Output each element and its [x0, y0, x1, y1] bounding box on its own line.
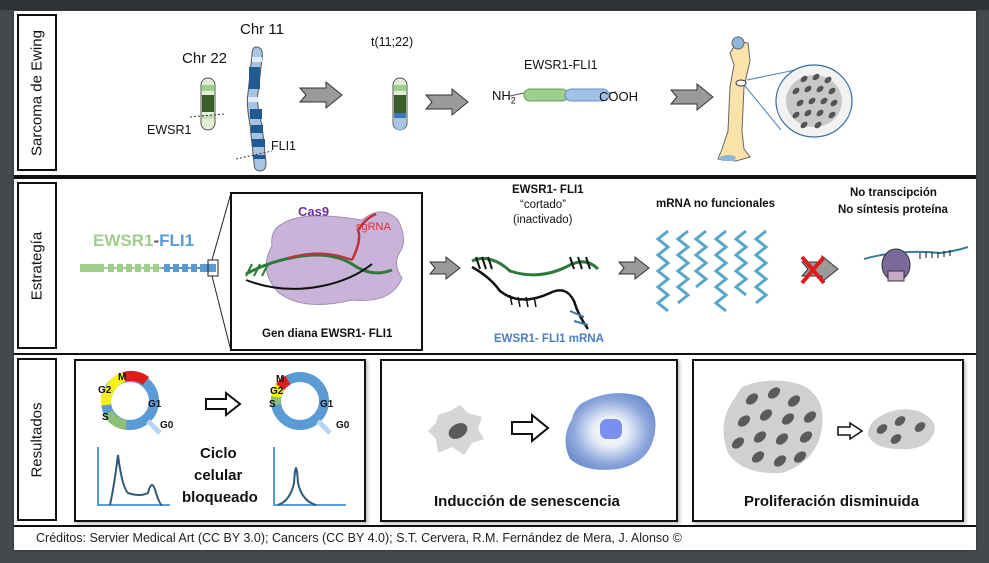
phase-g2-label: G2: [98, 385, 112, 396]
outline-arrow-icon: [205, 390, 242, 418]
phase-m-label: M: [118, 372, 127, 383]
fli1-label: FLI1: [271, 139, 297, 153]
chr22-label: Chr 22: [182, 50, 228, 67]
translocation-label: t(11;22): [371, 35, 414, 49]
figure-page: Sarcoma de Ewing Chr 22 Chr 11 EWSR1 FLI…: [14, 11, 976, 550]
no-transcription-line-1: No transcipción: [850, 187, 937, 199]
phase-g0-label: G0: [160, 420, 174, 431]
no-transcription-line-2: No síntesis proteína: [838, 204, 948, 216]
phase-g1-label-blocked: G1: [320, 399, 334, 410]
senescence-caption: Inducción de senescencia: [434, 493, 620, 510]
dna-histogram-normal-icon: [97, 447, 170, 506]
proliferation-panel: Proliferación disminuida: [692, 359, 964, 522]
proliferating-cells-icon: [723, 380, 823, 474]
outline-arrow-icon: [511, 412, 550, 444]
row-label-box: Sarcoma de Ewing: [17, 14, 57, 171]
fusion-protein-label: EWSR1-FLI1: [524, 58, 598, 72]
fusion-protein-icon: [509, 88, 617, 102]
chromosome-22-icon: [189, 77, 225, 131]
row-label-resultados: Resultados: [28, 401, 46, 478]
arrow-right-icon: [669, 82, 714, 112]
cycle-caption-line-3: bloqueado: [182, 489, 258, 506]
cas9-target-panel: Cas9 sgRNA Gen diana EWSR1- FLI1: [230, 192, 423, 351]
cas9-label: Cas9: [298, 204, 330, 219]
gene-dash-text: -: [153, 231, 160, 250]
gene-fli1-text: FLI1: [159, 231, 195, 250]
normal-cell-icon: [428, 405, 484, 455]
arrow-right-icon: [617, 255, 650, 281]
mrna-caption: EWSR1- FLI1 mRNA: [494, 333, 604, 345]
phase-s-label-blocked: S: [269, 399, 276, 410]
arrow-right-icon: [298, 80, 343, 110]
cell-cycle-panel: M G2 G1 S G0 M G2 G1 S G0: [74, 359, 366, 522]
zoom-lines: [211, 192, 232, 352]
cell-cycle-blocked-icon: [270, 372, 332, 435]
cut-title-line-1: EWSR1- FLI1: [512, 184, 584, 196]
row-label-estrategia: Estrategía: [28, 231, 46, 300]
cycle-caption-line-2: celular: [194, 467, 243, 484]
cas9-sgrna-complex-icon: [245, 211, 404, 305]
phase-m-label-blocked: M: [276, 374, 285, 385]
nh2-label: NH2: [492, 88, 516, 106]
gene-ewsr1-text: EWSR1: [93, 231, 154, 250]
tumor-cells-magnified-icon: [775, 64, 853, 138]
arrow-right-icon: [428, 255, 461, 281]
row-label-box: Resultados: [17, 358, 57, 521]
phase-g2-label-blocked: G2: [270, 386, 284, 397]
translocation-chromosome-icon: [392, 77, 408, 131]
blocked-arrow-icon: [800, 254, 839, 285]
cell-cycle-normal-icon: [100, 370, 162, 435]
row-sarcoma-ewing: Sarcoma de Ewing Chr 22 Chr 11 EWSR1 FLI…: [14, 11, 976, 177]
arrow-right-icon: [424, 87, 469, 117]
femur-bone-icon: [717, 36, 751, 162]
gene-exon-bar-icon: [80, 259, 219, 277]
ewsr1-label: EWSR1: [147, 123, 192, 137]
proliferation-caption: Proliferación disminuida: [744, 493, 920, 510]
row-label-sarcoma: Sarcoma de Ewing: [28, 29, 46, 156]
phase-s-label: S: [102, 412, 109, 423]
chr11-label: Chr 11: [240, 21, 284, 38]
target-gene-caption: Gen diana EWSR1- FLI1: [262, 328, 393, 340]
ribosome-icon: [863, 246, 969, 282]
cut-dna-icon: [471, 256, 600, 330]
gene-name-label: EWSR1-FLI1: [93, 231, 194, 251]
reduced-cells-icon: [868, 409, 935, 450]
chromosome-11-icon: [235, 46, 273, 172]
credits-footer: Créditos: Servier Medical Art (CC BY 3.0…: [14, 527, 976, 550]
nonfunctional-mrna-strands-icon: [655, 229, 769, 313]
window-top-bar: [0, 0, 989, 10]
cooh-label: COOH: [599, 89, 638, 104]
cycle-caption-line-1: Ciclo: [200, 445, 237, 462]
outline-arrow-icon: [837, 421, 864, 441]
cut-title-line-2: “cortado”: [520, 199, 567, 211]
senescent-cell-icon: [565, 393, 656, 470]
cut-title-line-3: (inactivado): [513, 214, 573, 226]
row-estrategia: Estrategía EWSR1-FLI1: [14, 177, 976, 355]
nh2-text: NH: [492, 88, 511, 103]
row-label-box: Estrategía: [17, 182, 57, 349]
credits-text: Créditos: Servier Medical Art (CC BY 3.0…: [36, 531, 682, 545]
phase-g1-label: G1: [148, 399, 162, 410]
dna-histogram-blocked-icon: [273, 447, 346, 506]
sgrna-label: sgRNA: [356, 221, 391, 233]
nh2-subscript: 2: [510, 95, 516, 106]
nonfunctional-mrna-title: mRNA no funcionales: [656, 198, 776, 210]
row-resultados: Resultados M G2 G1 S G0: [14, 355, 976, 527]
phase-g0-label-blocked: G0: [336, 420, 350, 431]
senescence-panel: Inducción de senescencia: [380, 359, 678, 522]
